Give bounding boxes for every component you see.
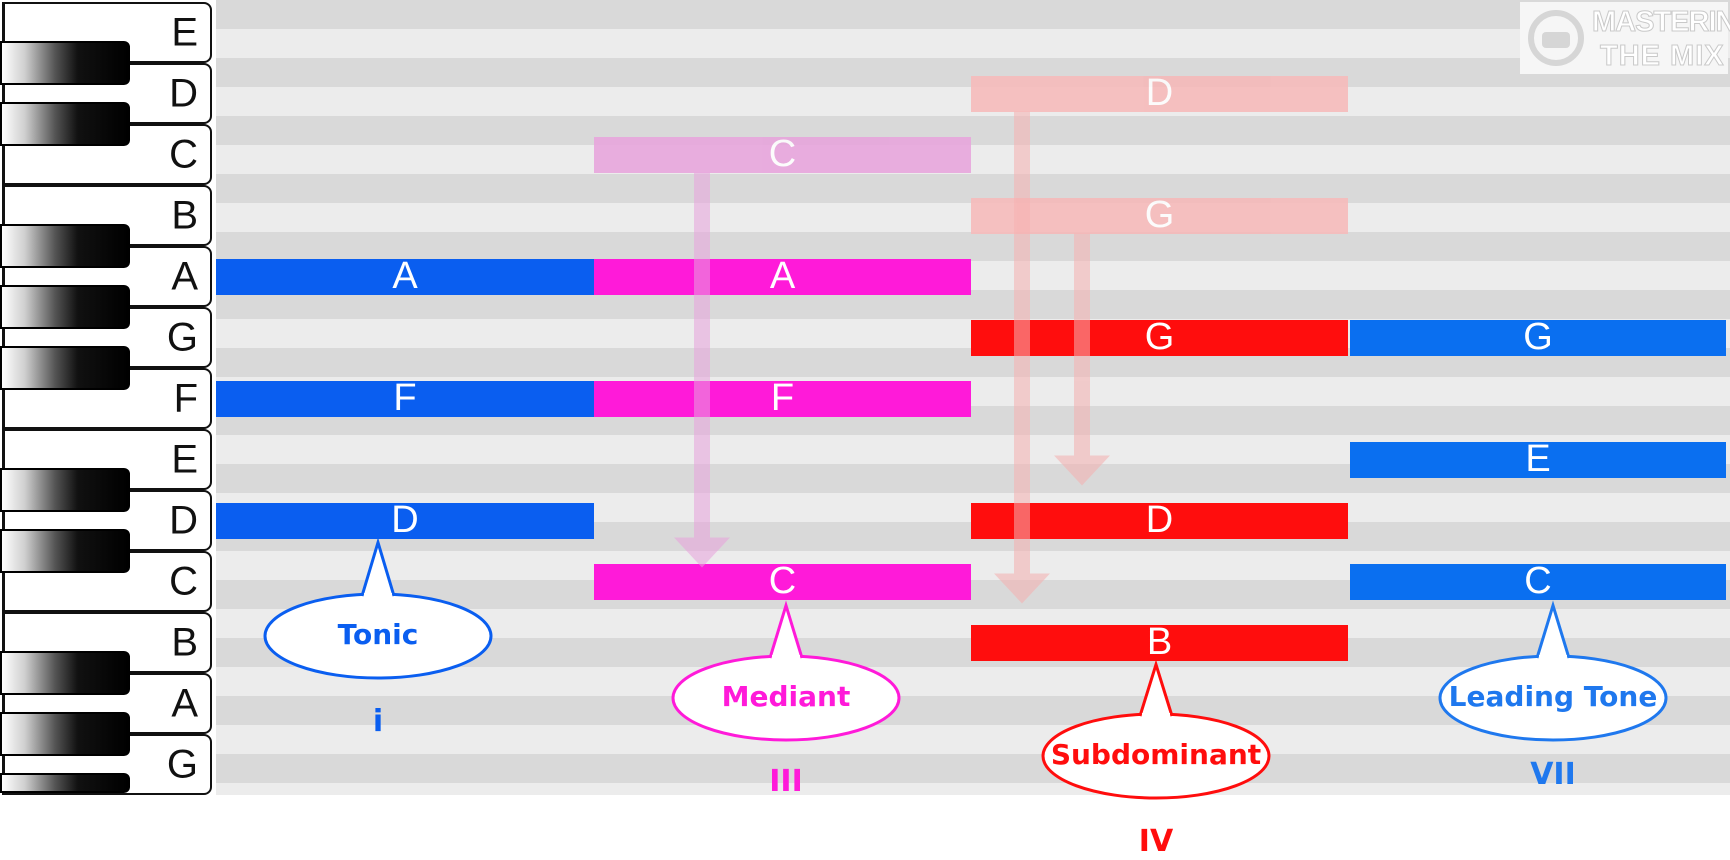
mediant-note: C <box>594 560 971 602</box>
roll-stripe <box>216 754 1730 783</box>
key-label: D <box>169 71 198 115</box>
leading-tone-roman-numeral: VII <box>1530 757 1576 792</box>
black-key <box>0 41 130 85</box>
black-key <box>0 651 130 695</box>
subdominant-ghost-note: D <box>971 72 1348 114</box>
black-key <box>0 102 130 146</box>
key-label: A <box>171 254 198 298</box>
leading-tone-note: E <box>1350 438 1726 480</box>
subdominant-roman-numeral: IV <box>1138 824 1174 859</box>
mediant-roman-numeral: III <box>769 764 803 799</box>
headphones-icon <box>1528 10 1584 66</box>
mediant-note: A <box>594 255 971 297</box>
black-key <box>0 712 130 756</box>
subdominant-note: D <box>971 499 1348 541</box>
key-label: E <box>171 10 198 54</box>
mastering-the-mix-logo: MASTERING THE MIX <box>1520 2 1730 74</box>
key-label: D <box>169 498 198 542</box>
key-label: G <box>166 742 198 786</box>
roll-stripe <box>216 145 1730 174</box>
leading-tone-bubble-text: Leading Tone <box>1448 680 1658 713</box>
leading-tone-note: C <box>1350 560 1726 602</box>
logo-line-1: MASTERING <box>1592 6 1730 39</box>
black-key <box>0 529 130 573</box>
mediant-note: F <box>594 377 971 419</box>
key-label: C <box>169 559 198 603</box>
roll-stripe <box>216 29 1730 58</box>
mediant-bubble-text: Mediant <box>721 680 851 713</box>
subdominant-ghost-note: G <box>971 194 1348 236</box>
logo-line-2: THE MIX <box>1600 40 1725 73</box>
mediant-ghost-note: C <box>594 133 971 175</box>
key-label: C <box>169 132 198 176</box>
tonic-roman-numeral: i <box>372 704 384 739</box>
tonic-bubble-text: Tonic <box>337 618 419 651</box>
black-key <box>0 468 130 512</box>
white-key: C <box>2 551 212 612</box>
key-label: B <box>171 193 198 237</box>
page-bottom <box>0 795 1730 860</box>
subdominant-bubble-text: Subdominant <box>1050 738 1262 771</box>
subdominant-note: G <box>971 316 1348 358</box>
black-key <box>0 285 130 329</box>
key-label: F <box>173 376 198 420</box>
key-label: E <box>171 437 198 481</box>
leading-tone-note: G <box>1350 316 1726 358</box>
black-key <box>0 346 130 390</box>
tonic-note: D <box>216 499 594 541</box>
tonic-note: F <box>216 377 594 419</box>
subdominant-note: B <box>971 621 1348 663</box>
roll-stripe <box>216 0 1730 29</box>
key-label: G <box>166 315 198 359</box>
black-key <box>0 773 130 793</box>
key-label: B <box>171 620 198 664</box>
key-label: A <box>171 681 198 725</box>
roll-stripe <box>216 232 1730 261</box>
tonic-note: A <box>216 255 594 297</box>
black-key <box>0 224 130 268</box>
roll-stripe <box>216 116 1730 145</box>
roll-stripe <box>216 290 1730 319</box>
